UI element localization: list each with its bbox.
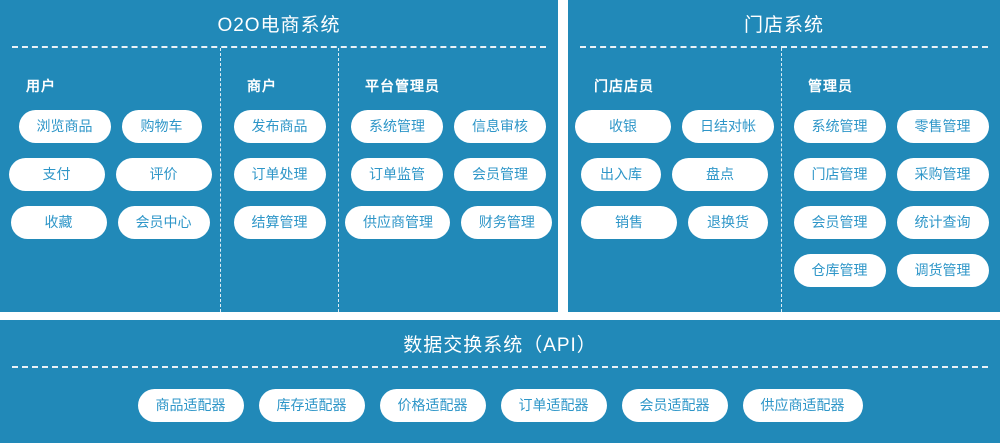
node-pill: 销售: [581, 206, 677, 239]
pill-row: 门店管理 采购管理: [782, 158, 1000, 191]
node-pill: 会员管理: [793, 206, 886, 239]
node-pill: 零售管理: [896, 110, 989, 143]
pill-row: 销售 退换货: [568, 206, 781, 239]
pill-row: 仓库管理 调货管理: [782, 254, 1000, 287]
store-columns: 门店店员 收银 日结对帐 出入库 盘点 销售 退换货 管理员 系统管理 零售管理…: [568, 48, 1000, 312]
merchant-role-column: 商户 发布商品 订单处理 结算管理: [220, 48, 338, 312]
pill-row: 发布商品: [221, 110, 338, 143]
node-pill: 系统管理: [793, 110, 886, 143]
pill-row: 支付 评价: [0, 158, 220, 191]
role-label-admin: 管理员: [808, 78, 853, 94]
node-pill: 统计查询: [896, 206, 989, 239]
pill-row: 出入库 盘点: [568, 158, 781, 191]
title-separator: [580, 46, 988, 48]
o2o-system-panel: O2O电商系统 用户 浏览商品 购物车 支付 评价 收藏 会员中心 商户 发布商…: [0, 0, 558, 312]
node-pill: 结算管理: [233, 206, 326, 239]
node-pill: 订单处理: [233, 158, 326, 191]
node-pill: 购物车: [121, 110, 202, 143]
node-pill: 价格适配器: [379, 389, 486, 422]
node-pill: 会员中心: [117, 206, 210, 239]
node-pill: 信息审核: [454, 110, 546, 143]
pill-row: 系统管理 信息审核: [339, 110, 558, 143]
user-role-column: 用户 浏览商品 购物车 支付 评价 收藏 会员中心: [0, 48, 220, 312]
node-pill: 调货管理: [896, 254, 989, 287]
node-pill: 收银: [575, 110, 671, 143]
node-pill: 供应商适配器: [742, 389, 863, 422]
role-label-merchant: 商户: [247, 78, 277, 94]
node-pill: 订单适配器: [500, 389, 607, 422]
node-pill: 会员适配器: [621, 389, 728, 422]
node-pill: 仓库管理: [793, 254, 886, 287]
pill-row: 订单处理: [221, 158, 338, 191]
role-label-user: 用户: [26, 78, 56, 94]
node-pill: 出入库: [581, 158, 661, 191]
pill-row: 收藏 会员中心: [0, 206, 220, 239]
role-label-platform-admin: 平台管理员: [365, 78, 440, 94]
store-panel-title: 门店系统: [743, 14, 824, 36]
node-pill: 日结对帐: [682, 110, 774, 143]
pill-row: 订单监管 会员管理: [339, 158, 558, 191]
node-pill: 商品适配器: [137, 389, 244, 422]
node-pill: 采购管理: [896, 158, 989, 191]
pill-row: 会员管理 统计查询: [782, 206, 1000, 239]
node-pill: 评价: [115, 158, 212, 191]
pill-row: 供应商管理 财务管理: [339, 206, 558, 239]
title-separator: [12, 366, 988, 368]
pill-row: 结算管理: [221, 206, 338, 239]
node-pill: 库存适配器: [258, 389, 365, 422]
node-pill: 支付: [8, 158, 105, 191]
data-exchange-api-panel: 数据交换系统（API） 商品适配器 库存适配器 价格适配器 订单适配器 会员适配…: [0, 320, 1000, 443]
platform-admin-column: 平台管理员 系统管理 信息审核 订单监管 会员管理 供应商管理 财务管理: [338, 48, 558, 312]
title-separator: [12, 46, 546, 48]
o2o-panel-title: O2O电商系统: [217, 14, 341, 36]
node-pill: 财务管理: [460, 206, 552, 239]
node-pill: 订单监管: [351, 158, 443, 191]
node-pill: 门店管理: [793, 158, 886, 191]
store-admin-column: 管理员 系统管理 零售管理 门店管理 采购管理 会员管理 统计查询 仓库管理 调…: [781, 48, 1000, 312]
node-pill: 退换货: [688, 206, 768, 239]
node-pill: 系统管理: [351, 110, 443, 143]
store-clerk-column: 门店店员 收银 日结对帐 出入库 盘点 销售 退换货: [568, 48, 781, 312]
pill-row: 收银 日结对帐: [568, 110, 781, 143]
api-pill-row: 商品适配器 库存适配器 价格适配器 订单适配器 会员适配器 供应商适配器: [0, 389, 1000, 422]
pill-row: 浏览商品 购物车: [0, 110, 220, 143]
node-pill: 供应商管理: [345, 206, 450, 239]
node-pill: 浏览商品: [18, 110, 111, 143]
o2o-columns: 用户 浏览商品 购物车 支付 评价 收藏 会员中心 商户 发布商品 订单处理: [0, 48, 558, 312]
role-label-store-clerk: 门店店员: [594, 78, 654, 94]
node-pill: 发布商品: [233, 110, 326, 143]
node-pill: 会员管理: [454, 158, 546, 191]
node-pill: 盘点: [672, 158, 768, 191]
store-system-panel: 门店系统 门店店员 收银 日结对帐 出入库 盘点 销售 退换货 管理员 系统管理…: [568, 0, 1000, 312]
pill-row: 系统管理 零售管理: [782, 110, 1000, 143]
api-panel-title: 数据交换系统（API）: [403, 334, 597, 356]
node-pill: 收藏: [10, 206, 107, 239]
